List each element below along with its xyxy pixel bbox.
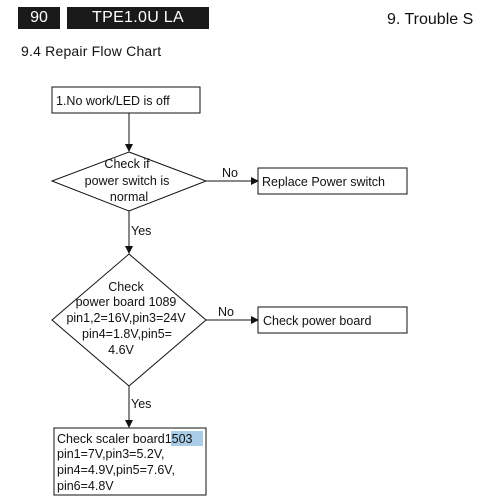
decision2-line3: pin1,2=16V,pin3=24V bbox=[66, 311, 186, 325]
section-title: 9. Trouble S bbox=[387, 11, 474, 28]
scaler-highlight bbox=[171, 431, 203, 446]
page-subtitle: 9.4 Repair Flow Chart bbox=[21, 43, 162, 59]
decision2-line5: 4.6V bbox=[108, 343, 134, 357]
scaler-line1-text: Check scaler board bbox=[57, 432, 165, 446]
decision2-line1: Check bbox=[108, 280, 144, 294]
decision2-line4: pin4=1.8V,pin5= bbox=[82, 327, 172, 341]
scaler-line4: pin6=4.8V bbox=[57, 479, 114, 493]
replace-power-switch-text: Replace Power switch bbox=[262, 175, 385, 189]
decision1-no-label: No bbox=[222, 166, 238, 180]
decision1-line1: Check if bbox=[104, 157, 150, 171]
decision1-yes-label: Yes bbox=[131, 224, 151, 238]
check-power-board-box bbox=[257, 306, 408, 334]
start-text: 1.No work/LED is off bbox=[56, 94, 170, 108]
check-power-board-text: Check power board bbox=[263, 314, 371, 328]
decision2-yes-label: Yes bbox=[131, 397, 151, 411]
decision1-line2: power switch is bbox=[85, 174, 170, 188]
scaler-line1-highlight: 1503 bbox=[165, 432, 193, 446]
scaler-line1: Check scaler board1503 bbox=[57, 432, 193, 446]
page-number: 90 bbox=[18, 7, 60, 29]
replace-power-switch-box bbox=[257, 167, 408, 195]
decision1-line3: normal bbox=[110, 190, 148, 204]
scaler-line3: pin4=4.9V,pin5=7.6V, bbox=[57, 463, 175, 477]
decision2-line2: power board 1089 bbox=[76, 295, 177, 309]
start-box bbox=[51, 86, 201, 114]
scaler-line2: pin1=7V,pin3=5.2V, bbox=[57, 447, 165, 461]
decision2-no-label: No bbox=[218, 305, 234, 319]
model-name: TPE1.0U LA bbox=[67, 7, 209, 29]
